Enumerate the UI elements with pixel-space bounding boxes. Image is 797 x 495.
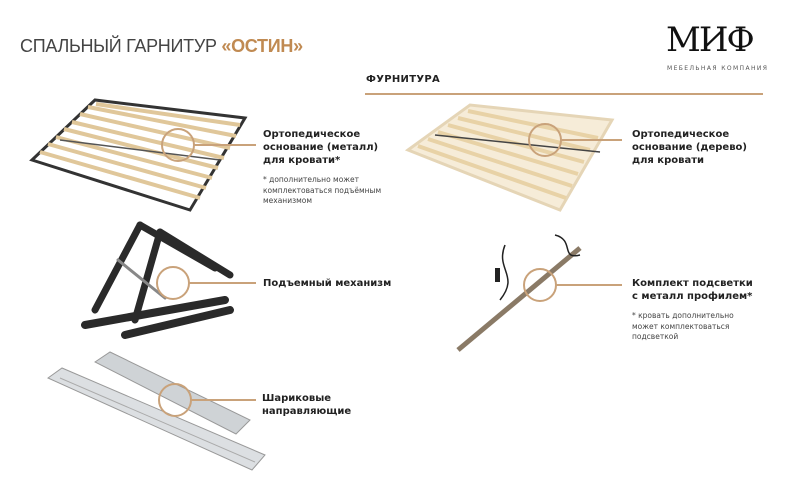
item-ball-rails: Шариковые направляющие xyxy=(262,392,362,418)
company-logo: МИФ МЕБЕЛЬНАЯ КОМПАНИЯ xyxy=(660,18,770,78)
section-title: ФУРНИТУРА xyxy=(366,74,440,85)
item-label: Подъемный механизм xyxy=(263,278,392,289)
metal-slat-base-image xyxy=(29,98,248,212)
logo-subtitle: МЕБЕЛЬНАЯ КОМПАНИЯ xyxy=(667,65,769,72)
item-label: Комплект подсветки с металл профилем* xyxy=(632,278,753,302)
led-kit-image xyxy=(456,234,582,352)
wood-slat-base-image xyxy=(404,103,615,212)
logo-text: МИФ xyxy=(666,20,755,60)
item-led-kit: Комплект подсветки с металл профилем* * … xyxy=(632,277,762,343)
item-label: Ортопедическое основание (металл) для кр… xyxy=(263,129,379,166)
ball-rails-image xyxy=(47,351,266,471)
lift-mechanism-image xyxy=(81,221,234,339)
page-title: СПАЛЬНЫЙ ГАРНИТУР «ОСТИН» xyxy=(20,36,303,56)
item-label: Ортопедическое основание (дерево) для кр… xyxy=(632,129,747,166)
item-wood-base: Ортопедическое основание (дерево) для кр… xyxy=(632,128,757,167)
item-lift-mechanism: Подъемный механизм xyxy=(263,277,403,290)
item-metal-base: Ортопедическое основание (металл) для кр… xyxy=(263,128,393,207)
section-divider xyxy=(365,93,763,95)
item-note: * кровать дополнительно может комплектов… xyxy=(632,311,734,341)
item-label: Шариковые направляющие xyxy=(262,393,352,417)
item-note: * дополнительно может комплектоваться по… xyxy=(263,175,382,205)
